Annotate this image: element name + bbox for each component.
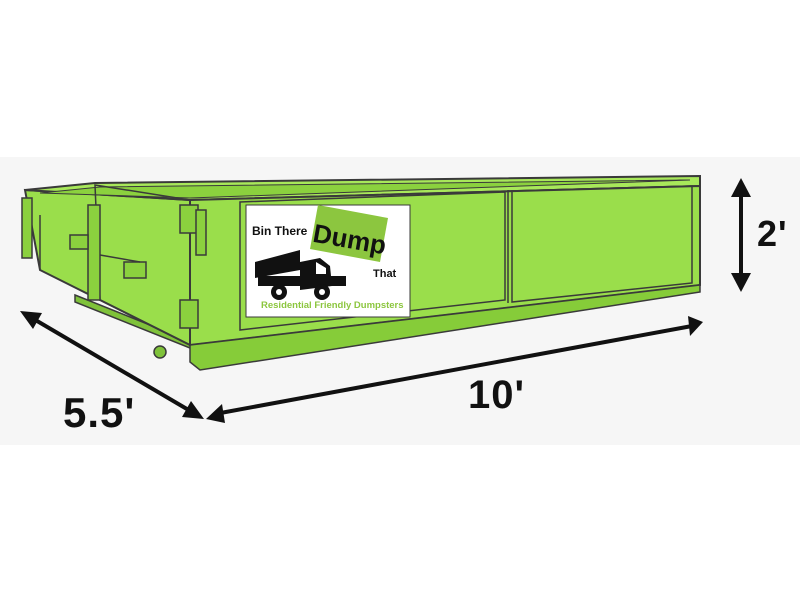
dump-truck-icon xyxy=(255,250,346,300)
width-arrow xyxy=(20,311,204,419)
logo-line3: That xyxy=(373,268,397,280)
height-arrow xyxy=(731,178,751,292)
logo-line1: Bin There xyxy=(252,224,308,238)
length-label: 10' xyxy=(468,373,526,417)
height-label: 2' xyxy=(757,213,788,254)
logo-tagline: Residential Friendly Dumpsters xyxy=(261,300,404,311)
width-label: 5.5' xyxy=(63,389,136,436)
length-arrow xyxy=(206,316,703,423)
